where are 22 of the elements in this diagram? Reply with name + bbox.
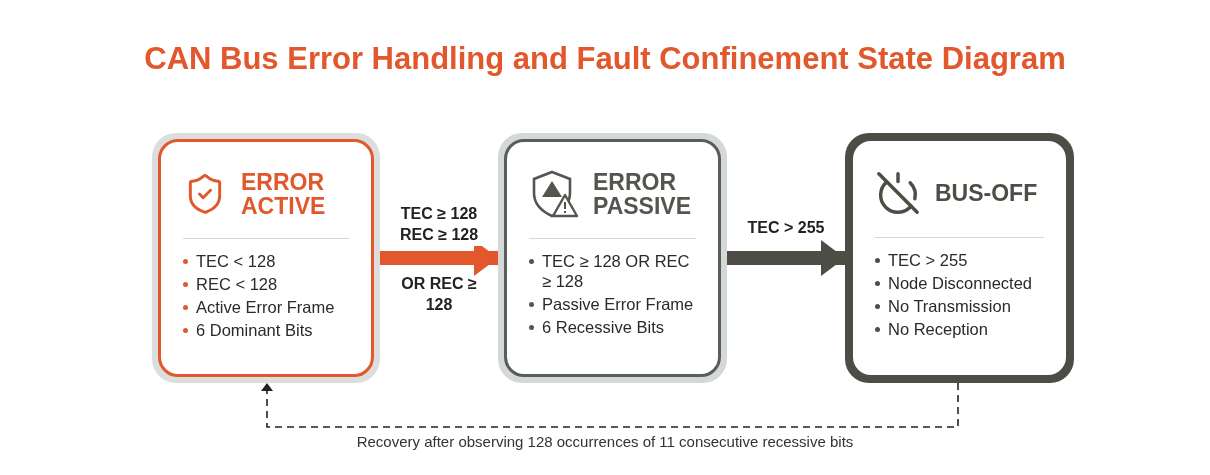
bullet-text: 6 Recessive Bits: [542, 317, 665, 338]
bullet-text: 6 Dominant Bits: [196, 320, 314, 341]
bullet-text: Node Disconnected: [888, 273, 1033, 294]
bullet-text: TEC ≥ 128 OR REC ≥ 128: [542, 251, 691, 292]
bullet-text: TEC < 128: [196, 251, 277, 272]
bullet-text: REC < 128: [196, 274, 279, 295]
bullet-text: No Reception: [888, 319, 989, 340]
state-card: [845, 133, 1074, 383]
state-card: [152, 133, 380, 383]
arrow: [261, 382, 959, 428]
diagram-title: CAN Bus Error Handling and Fault Confinement State Diagram: [143, 40, 1067, 78]
state-card: [498, 133, 727, 383]
arrow: [727, 240, 845, 276]
bullet-text: Active Error Frame: [196, 297, 336, 318]
bullet-text: No Transmission: [888, 296, 1012, 317]
state-heading: BUS-OFF: [935, 180, 1039, 206]
bullet-text: Passive Error Frame: [542, 294, 695, 315]
state-heading: ERROR PASSIVE: [593, 169, 692, 219]
state-heading: ERROR ACTIVE: [241, 169, 327, 219]
condition-label: OR REC ≥ 128: [400, 274, 478, 315]
bullet-text: TEC > 255: [888, 250, 969, 271]
edge-label: Recovery after observing 128 occurrences of 11 consecutive recessive bits: [355, 432, 855, 452]
